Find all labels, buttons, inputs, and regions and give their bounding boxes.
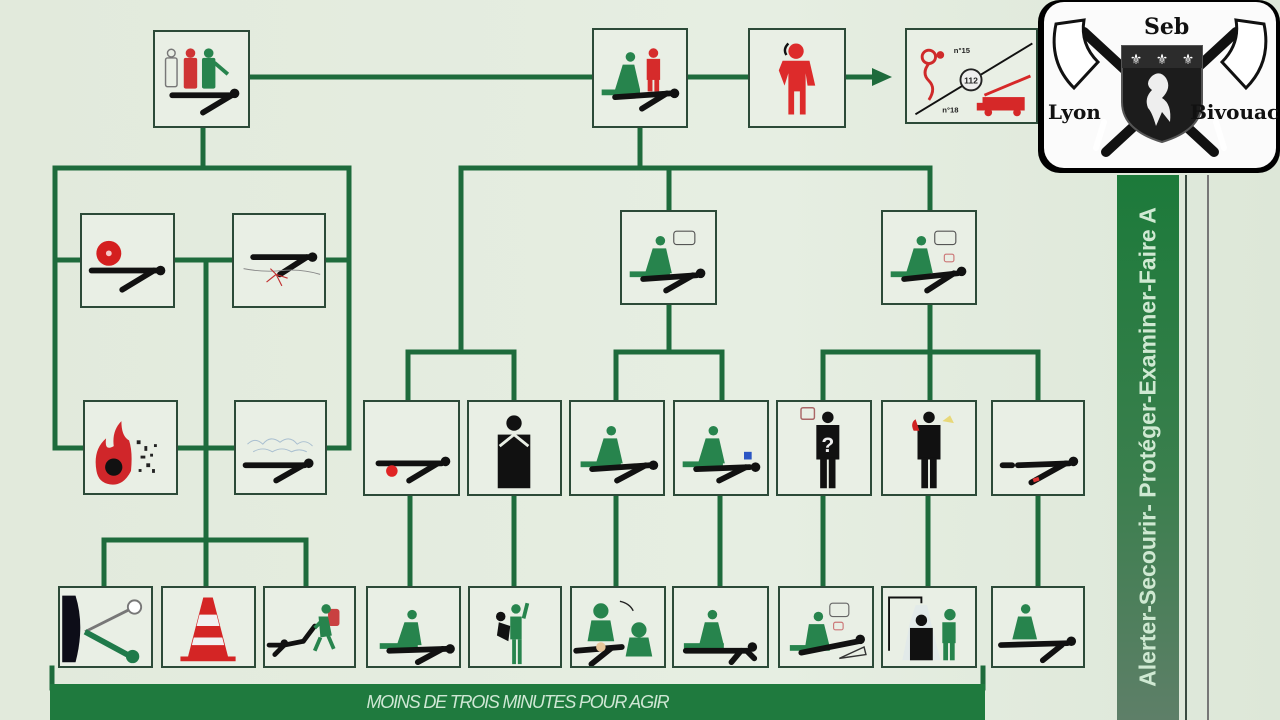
direct-pressure-icon bbox=[379, 609, 455, 666]
svg-text:n°18: n°18 bbox=[942, 105, 959, 114]
not-breathing-box bbox=[673, 400, 769, 496]
malaise-box: ? bbox=[776, 400, 872, 496]
traffic-cone-icon bbox=[180, 597, 236, 662]
bleeding-box bbox=[363, 400, 460, 496]
electric-danger-icon bbox=[88, 240, 166, 293]
rest-and-question-icon bbox=[789, 602, 867, 660]
emergency-numbers-icon: n°15 112 n°18 bbox=[914, 42, 1033, 117]
ground-collapse-icon bbox=[243, 252, 321, 287]
svg-text:⚜: ⚜ bbox=[1182, 52, 1195, 68]
logo-background: ⚜ ⚜ ⚜ Seb Lyon Bivouac bbox=[1044, 2, 1280, 168]
recovery-position-icon bbox=[682, 609, 758, 666]
banner-text: MOINS DE TROIS MINUTES POUR AGIR bbox=[366, 692, 670, 712]
malaise-question-icon: ? bbox=[800, 407, 840, 489]
bottom-banner: MOINS DE TROIS MINUTES POUR AGIR bbox=[50, 684, 985, 720]
cut-power-box bbox=[58, 586, 153, 668]
choking-person-icon bbox=[497, 415, 531, 489]
witnesses-box bbox=[153, 30, 250, 128]
burn-injury-icon bbox=[912, 411, 954, 489]
logo-left-word: Lyon bbox=[1048, 100, 1101, 124]
collapse-box bbox=[232, 213, 326, 308]
victim-responds-icon bbox=[629, 230, 706, 294]
toxic-gas-icon bbox=[242, 438, 314, 484]
recovery-position-box bbox=[672, 586, 769, 668]
vertical-title: Alerter-Secourir- Protéger-Examiner-Fair… bbox=[1134, 207, 1161, 687]
fire-explosion-icon bbox=[95, 421, 157, 485]
cool-burn-shower-icon bbox=[888, 596, 956, 661]
cut-power-icon bbox=[62, 595, 143, 664]
paper-fold-line bbox=[1207, 175, 1209, 720]
immobilize-box bbox=[991, 586, 1085, 668]
svg-text:⚜: ⚜ bbox=[1156, 52, 1169, 68]
unconscious-breathing-box bbox=[569, 400, 665, 496]
cpr-box bbox=[570, 586, 666, 668]
channel-logo: ⚜ ⚜ ⚜ Seb Lyon Bivouac bbox=[1038, 0, 1280, 173]
unconscious-breathing-icon bbox=[580, 425, 659, 484]
fire-box bbox=[83, 400, 178, 495]
responds-box bbox=[620, 210, 717, 305]
compress-box bbox=[366, 586, 461, 668]
cool-burn-box bbox=[881, 586, 977, 668]
victim-questioned-icon bbox=[890, 230, 967, 294]
svg-text:n°15: n°15 bbox=[954, 46, 971, 55]
arrow-icon bbox=[872, 68, 892, 86]
immobilize-victim-icon bbox=[998, 604, 1077, 664]
rest-position-box bbox=[778, 586, 874, 668]
gas-box bbox=[234, 400, 327, 495]
burn-box bbox=[881, 400, 977, 496]
emergency-drag-icon bbox=[266, 604, 340, 657]
logo-top-word: Seb bbox=[1144, 14, 1190, 40]
phone-call-box bbox=[748, 28, 846, 128]
svg-text:112: 112 bbox=[964, 76, 978, 86]
back-blows-box bbox=[468, 586, 562, 668]
back-blows-icon bbox=[495, 602, 530, 665]
conscious-questions-box bbox=[881, 210, 977, 305]
not-breathing-icon bbox=[682, 425, 761, 484]
trauma-box bbox=[991, 400, 1085, 496]
witnesses-around-victim-icon bbox=[164, 48, 240, 116]
signal-cone-box bbox=[161, 586, 256, 668]
emergency-evacuation-box bbox=[263, 586, 356, 668]
logo-right-word: Bivouac bbox=[1190, 100, 1280, 124]
rescuer-alerter-box bbox=[592, 28, 688, 128]
cpr-defibrillation-icon bbox=[573, 600, 653, 666]
svg-text:?: ? bbox=[821, 434, 834, 457]
rescuer-with-alerter-icon bbox=[601, 48, 680, 112]
vertical-title-band: Alerter-Secourir- Protéger-Examiner-Fair… bbox=[1117, 175, 1179, 720]
crossed-axes-shield-icon: ⚜ ⚜ ⚜ bbox=[1052, 18, 1268, 157]
electric-box bbox=[80, 213, 175, 308]
poster-edge-line bbox=[1185, 175, 1187, 720]
choking-box bbox=[467, 400, 562, 496]
emergency-numbers-box: n°15 112 n°18 bbox=[905, 28, 1038, 124]
svg-text:⚜: ⚜ bbox=[1130, 52, 1143, 68]
person-phoning-icon bbox=[778, 42, 816, 115]
trauma-victim-icon bbox=[999, 456, 1079, 486]
bleeding-victim-icon bbox=[375, 456, 451, 484]
